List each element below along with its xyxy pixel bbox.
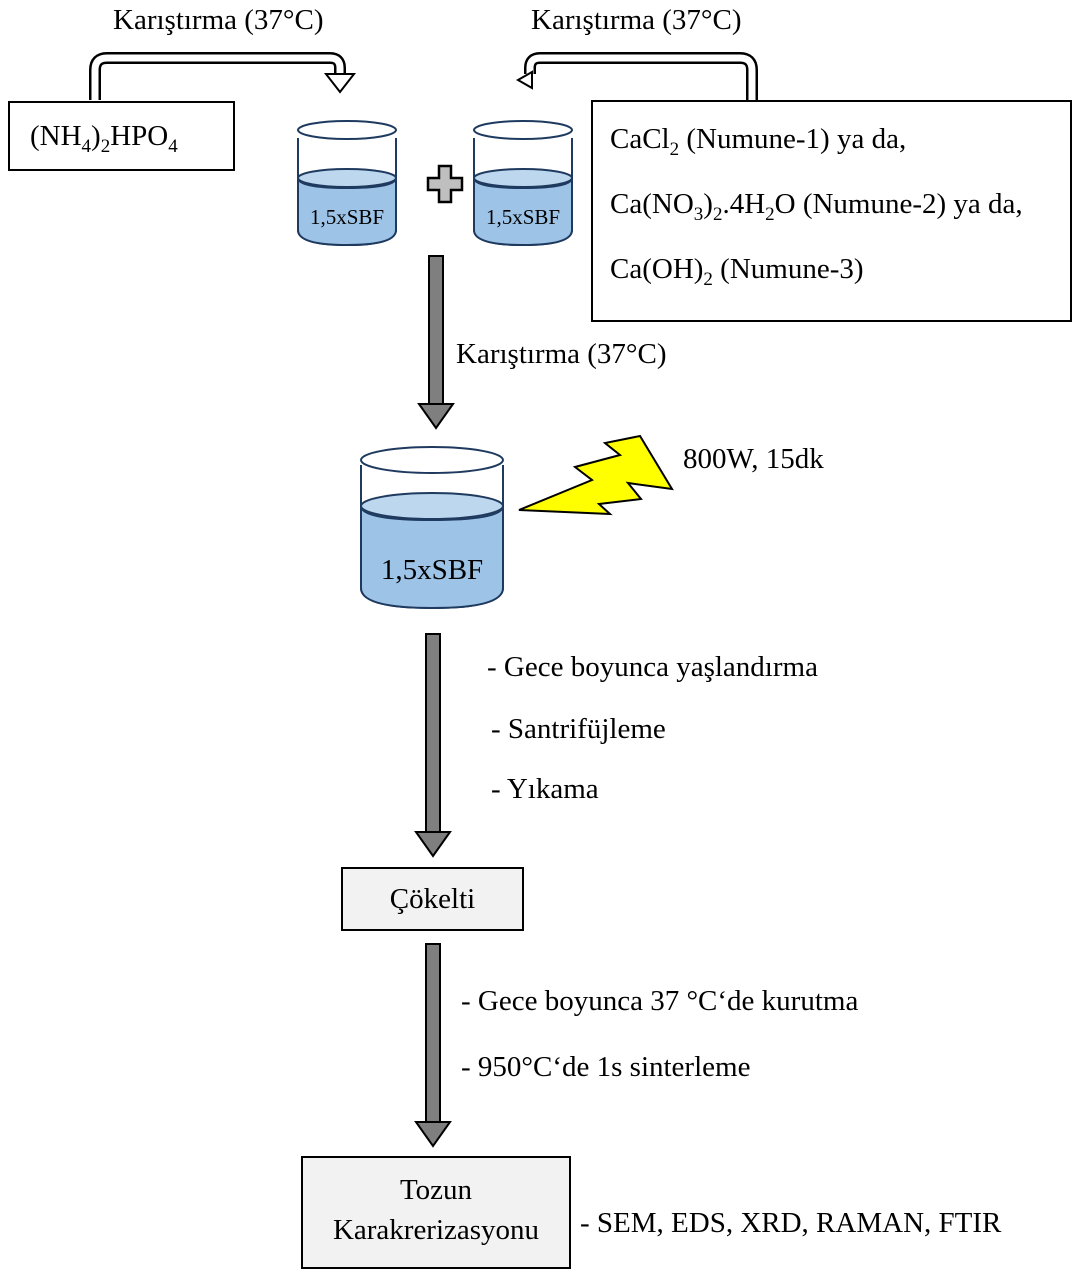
top-left-hook-arrow	[89, 52, 346, 100]
step2-item-aging: - Gece boyunca yaşlandırma	[487, 651, 818, 683]
final-box-line-2: Karakrerizasyonu	[332, 1214, 540, 1246]
step2-item-centrifuge: - Santrifüjleme	[491, 713, 666, 745]
plus-icon	[426, 164, 464, 204]
right-reagent-3: Ca(OH)2 (Numune-3)	[610, 253, 864, 290]
final-characterization-box: Tozun Karakrerizasyonu	[301, 1156, 571, 1269]
step2-item-washing: - Yıkama	[491, 773, 599, 805]
right-reagent-2: Ca(NO3)2.4H2O (Numune-2) ya da,	[610, 188, 1023, 225]
final-box-line-1: Tozun	[399, 1174, 473, 1206]
right-reagent-box: CaCl2 (Numune-1) ya da, Ca(NO3)2.4H2O (N…	[591, 100, 1072, 322]
lightning-bolt-icon	[518, 434, 674, 516]
step3-item-drying: - Gece boyunca 37 °C‘de kurutma	[461, 985, 859, 1017]
top-right-arrow-label: Karıştırma (37°C)	[531, 4, 742, 36]
small-beaker-left-label: 1,5xSBF	[309, 205, 385, 229]
top-left-arrow-label: Karıştırma (37°C)	[113, 4, 324, 36]
big-beaker-label: 1,5xSBF	[380, 554, 484, 586]
precipitate-box: Çökelti	[341, 867, 524, 931]
final-methods-label: - SEM, EDS, XRD, RAMAN, FTIR	[580, 1207, 1002, 1239]
small-beaker-left	[297, 120, 397, 247]
down-arrow-1	[417, 255, 455, 430]
down-arrow-3	[414, 943, 452, 1148]
precipitate-label: Çökelti	[389, 883, 476, 915]
microwave-label: 800W, 15dk	[683, 443, 824, 475]
left-reagent-formula: (NH4)2HPO4	[30, 120, 178, 157]
small-beaker-right-label: 1,5xSBF	[485, 205, 561, 229]
big-beaker	[360, 446, 504, 610]
mix-label: Karıştırma (37°C)	[456, 338, 667, 370]
left-reagent-box: (NH4)2HPO4	[8, 101, 235, 171]
down-arrow-2	[414, 633, 452, 858]
right-reagent-1: CaCl2 (Numune-1) ya da,	[610, 123, 907, 160]
step3-item-sintering: - 950°C‘de 1s sinterleme	[461, 1051, 751, 1083]
small-beaker-right	[473, 120, 573, 247]
top-right-hook-arrow	[524, 52, 758, 100]
